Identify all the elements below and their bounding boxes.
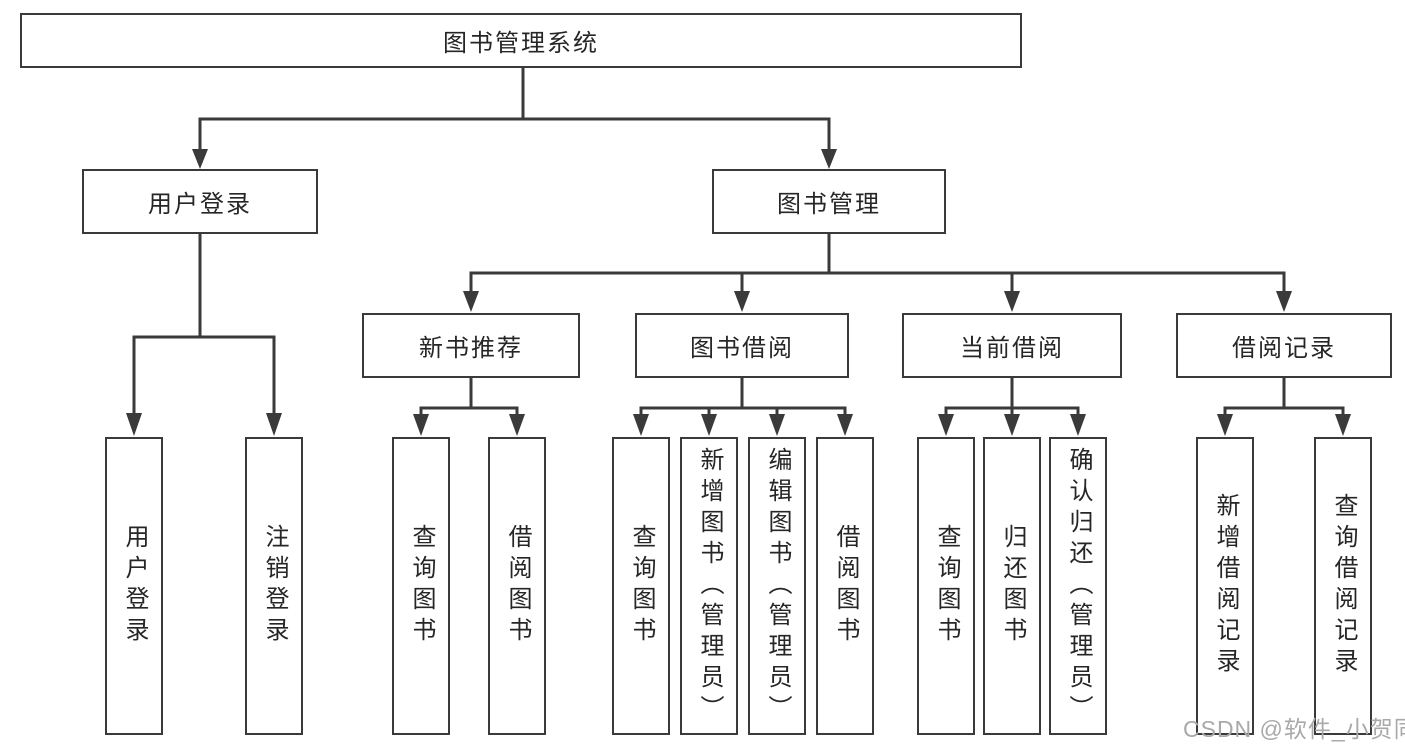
leaf-confirm-return-admin-label: 确认归还（管理员） [1065, 446, 1092, 726]
node-book-borrowing: 图书借阅 [635, 313, 849, 378]
node-current-borrowing: 当前借阅 [902, 313, 1122, 378]
node-book-management-label: 图书管理 [777, 191, 881, 218]
node-library-system: 图书管理系统 [20, 13, 1022, 68]
connector-current-borrowing-branch [938, 378, 1086, 436]
leaf-user-login: 用户登录 [105, 437, 163, 735]
leaf-query-books-current-label: 查询图书 [933, 524, 960, 648]
leaf-add-book-admin-label: 新增图书（管理员） [696, 446, 723, 726]
node-book-management: 图书管理 [712, 169, 946, 234]
node-user-login: 用户登录 [82, 169, 318, 234]
leaf-confirm-return-admin: 确认归还（管理员） [1049, 437, 1107, 735]
leaf-edit-book-admin-label: 编辑图书（管理员） [764, 446, 791, 726]
node-borrowing-records: 借阅记录 [1176, 313, 1392, 378]
leaf-add-book-admin: 新增图书（管理员） [680, 437, 738, 735]
leaf-add-borrow-record: 新增借阅记录 [1196, 437, 1254, 735]
leaf-user-login-label: 用户登录 [121, 524, 148, 648]
leaf-borrow-books-borrowing: 借阅图书 [816, 437, 874, 735]
node-book-borrowing-label: 图书借阅 [690, 335, 794, 362]
node-new-book-recommend: 新书推荐 [362, 313, 580, 378]
leaf-borrow-books-borrowing-label: 借阅图书 [832, 524, 859, 648]
connector-book-borrowing-branch [633, 378, 853, 436]
node-borrowing-records-label: 借阅记录 [1232, 335, 1336, 362]
leaf-borrow-books-recommend-label: 借阅图书 [504, 524, 531, 648]
connector-root-to-level2 [192, 67, 837, 169]
leaf-query-borrow-record-label: 查询借阅记录 [1330, 493, 1357, 679]
leaf-query-books-borrowing-label: 查询图书 [628, 524, 655, 648]
node-new-book-recommend-label: 新书推荐 [419, 335, 523, 362]
leaf-return-books: 归还图书 [983, 437, 1041, 735]
leaf-query-borrow-record: 查询借阅记录 [1314, 437, 1372, 735]
leaf-query-books-recommend-label: 查询图书 [408, 524, 435, 648]
connector-book-management-branch [463, 234, 1292, 312]
leaf-add-borrow-record-label: 新增借阅记录 [1212, 493, 1239, 679]
leaf-logout: 注销登录 [245, 437, 303, 735]
connector-user-login-branch [126, 234, 282, 436]
node-user-login-label: 用户登录 [148, 191, 252, 218]
leaf-logout-label: 注销登录 [261, 524, 288, 648]
leaf-query-books-recommend: 查询图书 [392, 437, 450, 735]
leaf-edit-book-admin: 编辑图书（管理员） [748, 437, 806, 735]
watermark: CSDN @软件_小贺同学 [1183, 716, 1405, 742]
leaf-query-books-borrowing: 查询图书 [612, 437, 670, 735]
leaf-return-books-label: 归还图书 [999, 524, 1026, 648]
leaf-query-books-current: 查询图书 [917, 437, 975, 735]
leaf-borrow-books-recommend: 借阅图书 [488, 437, 546, 735]
connector-borrowing-records-branch [1217, 378, 1351, 436]
node-library-system-label: 图书管理系统 [443, 30, 599, 57]
node-current-borrowing-label: 当前借阅 [960, 335, 1064, 362]
connector-new-book-recommend-branch [413, 378, 525, 436]
